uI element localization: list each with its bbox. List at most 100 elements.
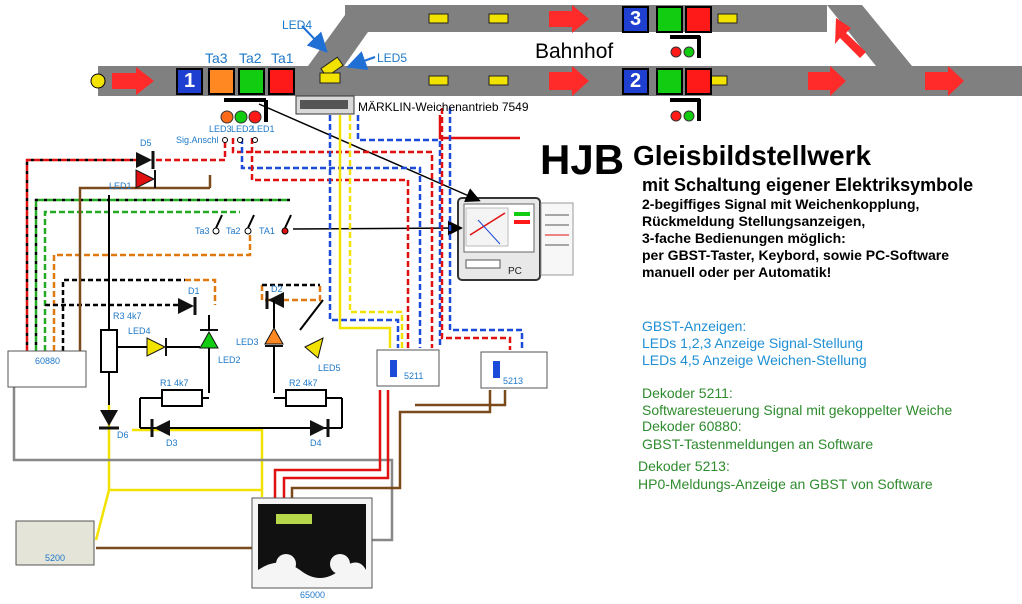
label-r3: R3 4k7 (113, 311, 142, 321)
track-number-2: 2 (622, 68, 649, 95)
diode-d3-icon (154, 420, 170, 436)
label-d1: D1 (188, 286, 200, 296)
diode-d5-icon (136, 152, 152, 168)
label-led2-schematic: LED2 (218, 355, 241, 365)
legend-60880-title: Dekoder 60880: (642, 418, 742, 434)
resistor-r1-icon (161, 389, 203, 407)
label-module-5211: 5211 (404, 371, 424, 381)
legend-5213-title: Dekoder 5213: (638, 458, 730, 474)
track-end-bumper (90, 73, 106, 89)
signal-green-upper[interactable] (656, 6, 683, 33)
signal-lamp-red (670, 46, 682, 58)
occupancy-indicator (488, 75, 509, 86)
signal-red-lower[interactable] (685, 68, 712, 95)
track-number-1: 1 (176, 68, 203, 95)
label-module-5200: 5200 (45, 553, 66, 563)
legend-5211-title: Dekoder 5211: (642, 385, 733, 401)
logo-hjb: HJB (540, 136, 625, 183)
label-d4: D4 (310, 438, 322, 448)
description-line: 3-fache Bedienungen möglich: (642, 230, 846, 246)
label-ta2-schematic: Ta2 (226, 226, 241, 236)
taster-ta2-icon (244, 227, 252, 235)
diode-d6-icon (100, 410, 118, 426)
label-d3: D3 (166, 438, 178, 448)
label-led4: LED4 (282, 18, 313, 32)
label-d6: D6 (117, 430, 129, 440)
turnout-drive-label: MÄRKLIN-Weichenantrieb 7549 (358, 100, 529, 114)
resistor-r2-icon (285, 389, 327, 407)
taster-ta3-icon (212, 227, 220, 235)
arrow-icon (112, 67, 154, 95)
legend-60880-text: GBST-Tastenmeldungen an Software (642, 436, 874, 452)
resistor-r3-icon (100, 329, 118, 373)
track-layout (90, 5, 1022, 124)
wiring (12, 108, 524, 550)
legend-gbst-line2: LEDs 4,5 Anzeige Weichen-Stellung (642, 352, 867, 368)
module-5200-icon (15, 520, 95, 566)
arrow-icon (925, 66, 964, 96)
led1-icon (135, 169, 156, 189)
led5-icon (304, 337, 324, 359)
label-module-60880: 60880 (35, 356, 61, 366)
page-subtitle: mit Schaltung eigener Elektriksymbole (642, 175, 974, 195)
legend-gbst-line1: LEDs 1,2,3 Anzeige Signal-Stellung (642, 335, 864, 351)
occupancy-indicator (428, 75, 449, 86)
label-led4-schematic: LED4 (128, 326, 151, 336)
label-r1: R1 4k7 (160, 378, 189, 388)
arrow-icon (549, 5, 589, 33)
label-led3-small: LED3 (209, 124, 232, 134)
signal-lamp-orange (220, 110, 234, 124)
led4-icon (146, 337, 167, 357)
taster-ta1-icon (281, 227, 289, 235)
signal-red-upper[interactable] (685, 6, 712, 33)
description-line: Rückmeldung Stellungsanzeigen, (642, 213, 866, 229)
label-d2: D2 (271, 284, 283, 294)
description-line: per GBST-Taster, Keybord, sowie PC-Softw… (642, 247, 950, 263)
module-5211-icon (376, 349, 440, 387)
description-line: manuell oder per Automatik! (642, 264, 832, 280)
label-ta3-schematic: Ta3 (195, 226, 210, 236)
label-sig-anschl: Sig.Anschl (176, 135, 219, 145)
legend-5211-text: Softwaresteuerung Signal mit gekoppelter… (642, 402, 953, 418)
label-led1: LED1 (109, 181, 132, 191)
signal-lamp-red (670, 110, 682, 122)
label-ta2: Ta2 (239, 50, 262, 66)
led5-turnout (319, 72, 341, 84)
signal-lamp-red (248, 110, 262, 124)
diode-d4-icon (310, 420, 326, 436)
label-led3-schematic: LED3 (236, 337, 259, 347)
occupancy-indicator (488, 13, 509, 24)
track-number-3: 3 (622, 6, 649, 33)
legend-gbst-title: GBST-Anzeigen: (642, 318, 747, 334)
upper-curve (827, 5, 912, 66)
components (7, 137, 548, 589)
label-d5: D5 (140, 138, 152, 148)
label-ta1: Ta1 (271, 50, 294, 66)
signal-lamp-green (683, 110, 695, 122)
occupancy-indicator (717, 13, 738, 24)
arrow-icon (835, 18, 866, 58)
diode-d2-icon (268, 292, 284, 308)
label-module-65000: 65000 (300, 590, 326, 600)
label-led2-small: LED2 (231, 124, 254, 134)
signal-lamp-green (234, 110, 248, 124)
label-led5: LED5 (377, 51, 408, 65)
led3-icon (264, 326, 284, 345)
signal-lamp-green (683, 46, 695, 58)
pc-monitor-icon (457, 197, 574, 281)
description-line: 2-begiffiges Signal mit Weichenkopplung, (642, 196, 920, 212)
label-module-5213: 5213 (503, 376, 524, 386)
led2-icon (199, 330, 219, 349)
station-label: Bahnhof (535, 40, 614, 63)
button-ta1[interactable] (268, 68, 295, 95)
arrow-icon (808, 66, 846, 96)
legend-5213-text: HP0-Meldungs-Anzeige an GBST von Softwar… (638, 476, 933, 492)
occupancy-indicator (428, 13, 449, 24)
signal-green-lower[interactable] (656, 68, 683, 95)
label-ta1-schematic: TA1 (259, 226, 275, 236)
diode-d1-icon (178, 298, 194, 314)
button-ta2[interactable] (238, 68, 265, 95)
label-pc: PC (508, 266, 522, 277)
button-ta3[interactable] (208, 68, 235, 95)
